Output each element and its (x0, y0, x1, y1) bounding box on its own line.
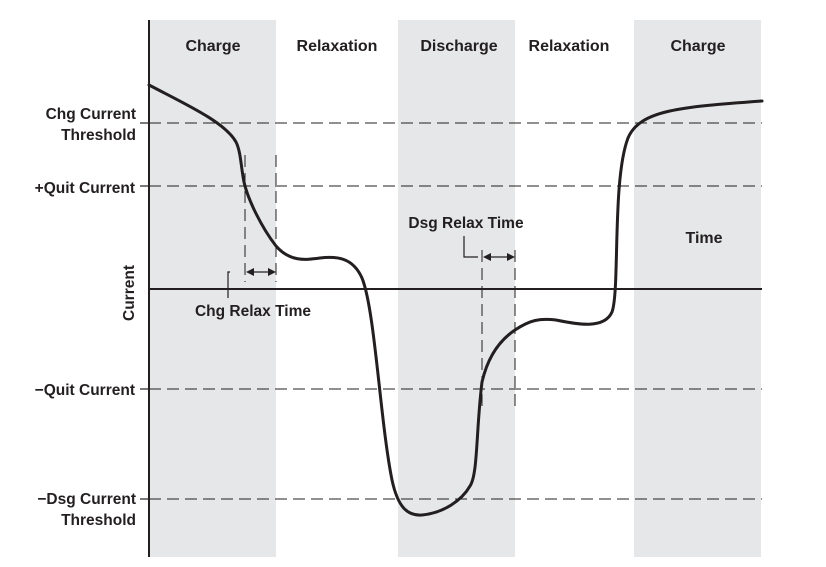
level-ticks (140, 122, 149, 500)
dsg-relax-leader (463, 236, 478, 258)
dsg-threshold-label-line2: Threshold (61, 512, 136, 529)
phase-label-discharge: Discharge (420, 38, 497, 55)
phase-labels: Charge Relaxation Discharge Relaxation C… (185, 38, 725, 55)
chg-relax-leader (227, 271, 230, 298)
minus-quit-label: −Quit Current (35, 382, 135, 399)
y-axis-label: Current (121, 265, 138, 321)
dsg-relax-arrowhead-left (483, 253, 491, 261)
dsg-relax-time-label: Dsg Relax Time (408, 215, 524, 232)
chg-relax-time-arrow (227, 268, 276, 298)
phase-label-charge-2: Charge (670, 38, 725, 55)
chg-relax-arrowhead-right (268, 268, 276, 276)
chg-relax-arrowhead-left (246, 268, 254, 276)
phase-label-relaxation-1: Relaxation (297, 38, 378, 55)
current-curve (147, 83, 764, 517)
phase-label-relaxation-2: Relaxation (529, 38, 610, 55)
chg-threshold-label-line1: Chg Current (46, 106, 136, 123)
dsg-threshold-label-line1: −Dsg Current (37, 491, 136, 508)
level-labels: Chg Current Threshold +Quit Current −Qui… (35, 106, 136, 529)
dsg-relax-arrowhead-right (507, 253, 515, 261)
chg-threshold-label-line2: Threshold (61, 127, 136, 144)
x-axis-label: Time (685, 230, 722, 247)
phase-label-charge-1: Charge (185, 38, 240, 55)
axes (148, 20, 762, 557)
level-lines (149, 122, 762, 500)
plus-quit-label: +Quit Current (35, 180, 135, 197)
chg-relax-time-label: Chg Relax Time (195, 303, 311, 320)
dsg-relax-time-arrow (463, 236, 515, 261)
